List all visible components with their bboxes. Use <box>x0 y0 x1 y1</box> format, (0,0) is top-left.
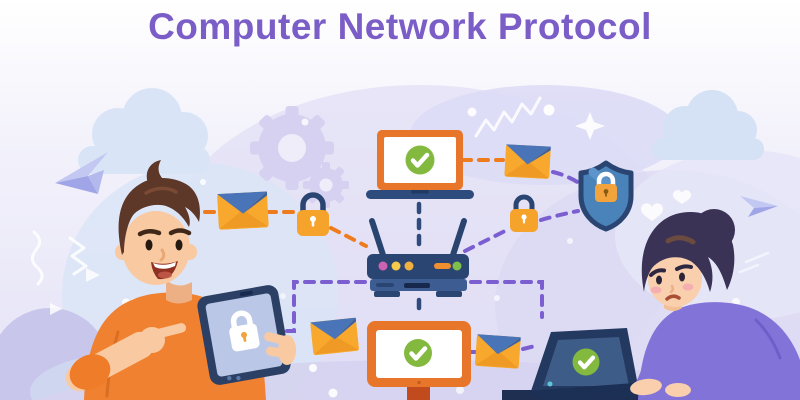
envelope-icon-top-right <box>504 144 551 180</box>
antenna-left <box>369 218 387 261</box>
purple-dashed-connections <box>285 170 581 354</box>
shield-lock-icon <box>578 160 634 232</box>
router <box>367 218 469 297</box>
envelope-icon-bottom-right <box>474 334 521 369</box>
man-hair <box>118 178 200 255</box>
woman-hair <box>641 212 735 292</box>
sparkle-icon <box>575 112 605 140</box>
padlock-icon-tablet <box>229 310 260 352</box>
padlock-icon-right <box>510 194 538 232</box>
paper-plane-icon-left <box>55 152 108 194</box>
check-circle-icon <box>572 348 600 376</box>
eyebrow <box>168 228 192 236</box>
check-circle-icon <box>405 145 435 175</box>
woman-arm <box>632 314 686 395</box>
monitor-bottom <box>367 321 471 400</box>
frown-mouth <box>665 294 681 301</box>
cloud-top-right <box>652 90 764 160</box>
page-title: Computer Network Protocol <box>148 6 652 47</box>
woman-hand <box>665 383 691 397</box>
smile-mouth <box>151 261 178 280</box>
eyebrow <box>137 229 162 237</box>
pointing-finger <box>149 323 187 340</box>
laptop-top <box>366 130 474 199</box>
tablet <box>197 285 291 385</box>
antenna-right <box>449 218 467 261</box>
envelope-icon-bottom-left <box>310 317 360 356</box>
doodles <box>31 96 542 286</box>
worried-eyebrow <box>649 268 666 277</box>
man-character <box>65 160 296 400</box>
envelope-icon-left <box>217 191 269 230</box>
cloud-top-left <box>78 88 210 174</box>
woman-character <box>630 209 800 400</box>
check-circle-icon <box>404 339 432 367</box>
worried-eyebrow <box>675 264 693 271</box>
man-pointing-arm <box>65 323 187 392</box>
paper-plane-icon-right <box>738 196 778 274</box>
orange-dashed-connections <box>203 158 505 248</box>
padlock-icon-left <box>297 192 329 236</box>
woman-hand <box>630 378 662 396</box>
laptop-right <box>528 328 714 400</box>
